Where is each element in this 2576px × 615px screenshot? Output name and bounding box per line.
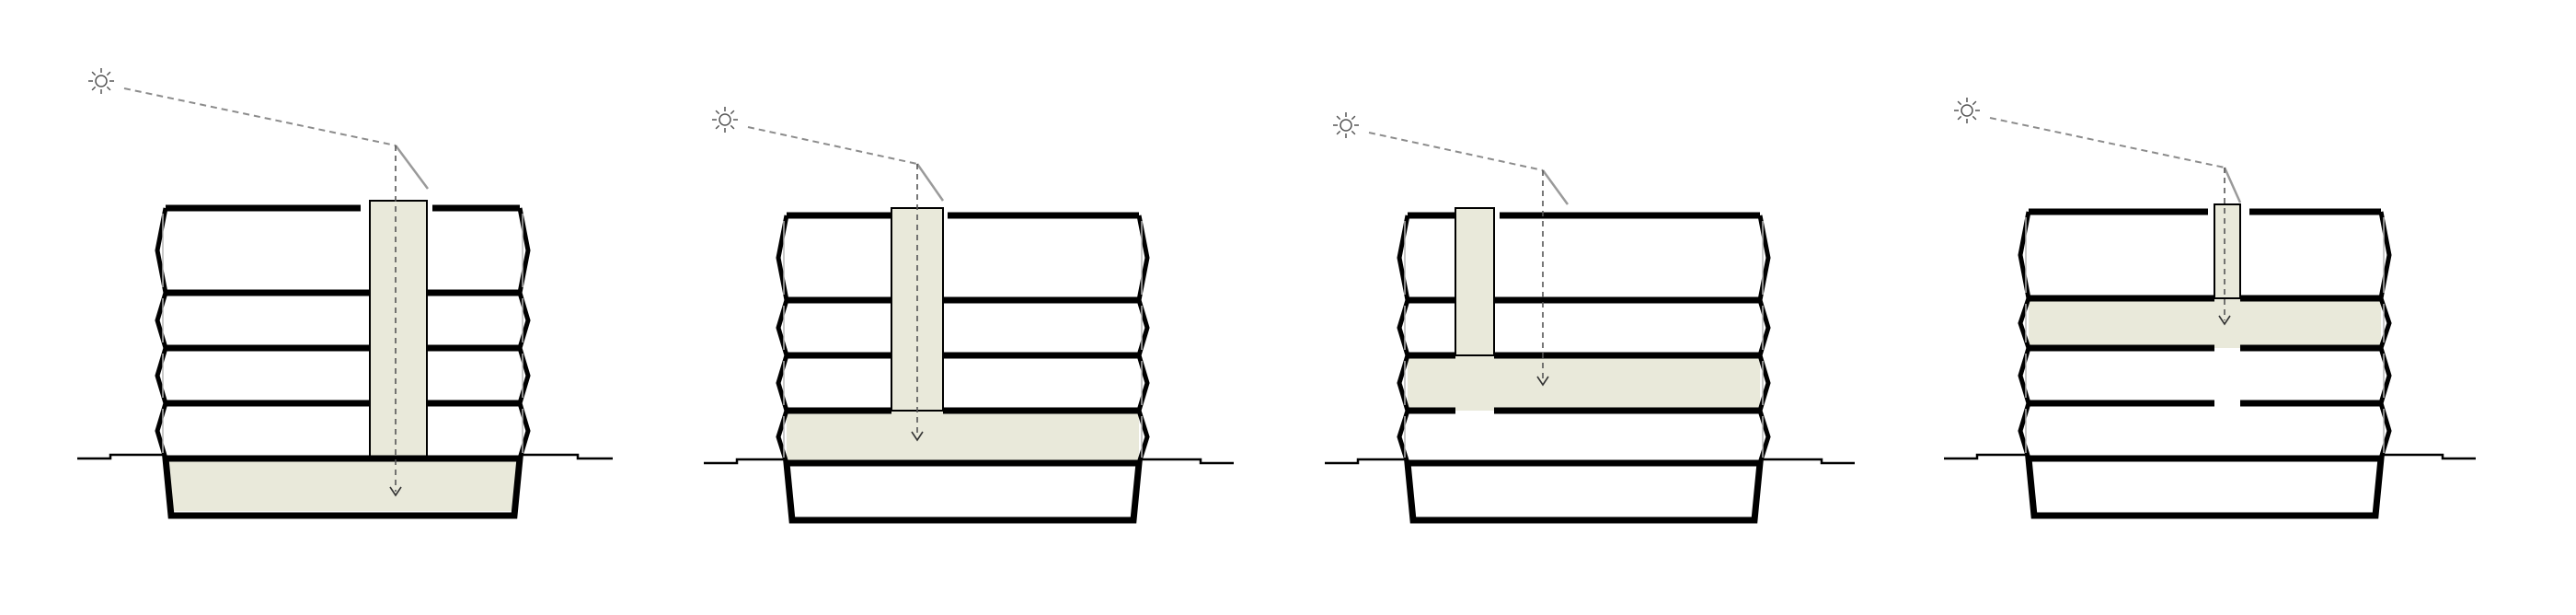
facade-right: [1757, 410, 1771, 464]
sun-disc: [1961, 104, 1973, 117]
facade-right: [1757, 299, 1771, 356]
facade-left: [1397, 299, 1410, 356]
reflector: [1541, 169, 1570, 205]
facade-right: [517, 347, 531, 404]
sun-ray: [106, 71, 111, 76]
sun-ray: [1972, 115, 1977, 121]
panel-4: [1944, 98, 2476, 519]
ground-line-left: [704, 458, 787, 465]
sun-ray: [715, 110, 720, 115]
sun-disc: [719, 113, 731, 126]
facade-right: [517, 207, 531, 294]
panel-1: [77, 68, 613, 519]
sun-ray: [106, 86, 111, 91]
daylit-floor-zone: [2029, 298, 2381, 348]
facade-right: [1136, 410, 1150, 464]
reflector: [915, 163, 945, 202]
sun-ray: [1336, 130, 1341, 135]
ground-line-left: [1325, 458, 1408, 465]
facade-left: [2018, 211, 2031, 299]
sun-ray: [730, 124, 735, 130]
basement: [1404, 459, 1764, 524]
facade-left: [155, 347, 168, 404]
facade-left: [2018, 402, 2031, 459]
facade-right: [1136, 354, 1150, 412]
facade-right: [2378, 347, 2392, 404]
facade-left: [2018, 297, 2031, 349]
basement: [2025, 455, 2385, 519]
facade-left: [155, 207, 168, 294]
sun-ray: [1972, 100, 1977, 106]
light-shaft: [2214, 203, 2241, 299]
sun-icon: [1333, 112, 1359, 138]
basement: [162, 455, 523, 519]
down-arrow: [1536, 376, 1549, 387]
facade-right: [2378, 211, 2392, 299]
light-shaft: [369, 200, 428, 459]
facade-left: [776, 354, 789, 412]
sun-ray: [730, 110, 735, 115]
reflector: [2223, 167, 2242, 203]
facade-left: [2018, 347, 2031, 404]
sun-ray: [1336, 115, 1341, 121]
daylit-floor-zone: [787, 409, 1139, 463]
sun-disc: [1340, 119, 1352, 132]
sun-ray: [715, 124, 720, 130]
reflector: [394, 145, 430, 190]
facade-right: [517, 402, 531, 459]
light-ray: [747, 126, 918, 165]
facade-right: [517, 292, 531, 349]
facade-left: [1397, 410, 1410, 464]
sun-ray: [1957, 100, 1962, 106]
light-ray: [1368, 132, 1544, 171]
sun-ray: [1351, 130, 1356, 135]
facade-left: [776, 215, 789, 301]
down-arrow: [2218, 315, 2231, 326]
facade-left: [155, 292, 168, 349]
sun-icon: [712, 107, 738, 133]
facade-left: [776, 299, 789, 356]
ground-line-right: [2381, 453, 2476, 460]
sun-ray: [1957, 115, 1962, 121]
ground-line-left: [77, 453, 166, 460]
panel-2: [704, 107, 1234, 524]
sun-ray: [1351, 115, 1356, 121]
facade-left: [155, 402, 168, 459]
daylit-floor-zone: [166, 458, 520, 511]
facade-left: [1397, 215, 1410, 301]
basement: [783, 459, 1143, 524]
facade-right: [1757, 354, 1771, 412]
ground-line-left: [1944, 453, 2029, 460]
sun-icon: [1954, 98, 1980, 123]
sun-ray: [91, 71, 97, 76]
ground-line-right: [1760, 458, 1855, 465]
facade-left: [1397, 354, 1410, 412]
facade-right: [1757, 215, 1771, 301]
sun-ray: [91, 86, 97, 91]
down-arrow: [911, 431, 924, 442]
facade-right: [2378, 297, 2392, 349]
panel-3: [1325, 112, 1855, 524]
light-ray: [123, 87, 397, 146]
facade-right: [1136, 215, 1150, 301]
light-ray: [1989, 117, 2225, 168]
sun-icon: [88, 68, 114, 94]
ground-line-right: [1139, 458, 1234, 465]
ground-line-right: [520, 453, 613, 460]
daylit-floor-zone: [1408, 355, 1760, 411]
down-arrow: [389, 486, 402, 497]
facade-right: [1136, 299, 1150, 356]
facade-left: [776, 410, 789, 464]
light-shaft: [1455, 207, 1495, 356]
sun-disc: [95, 75, 108, 87]
facade-right: [2378, 402, 2392, 459]
